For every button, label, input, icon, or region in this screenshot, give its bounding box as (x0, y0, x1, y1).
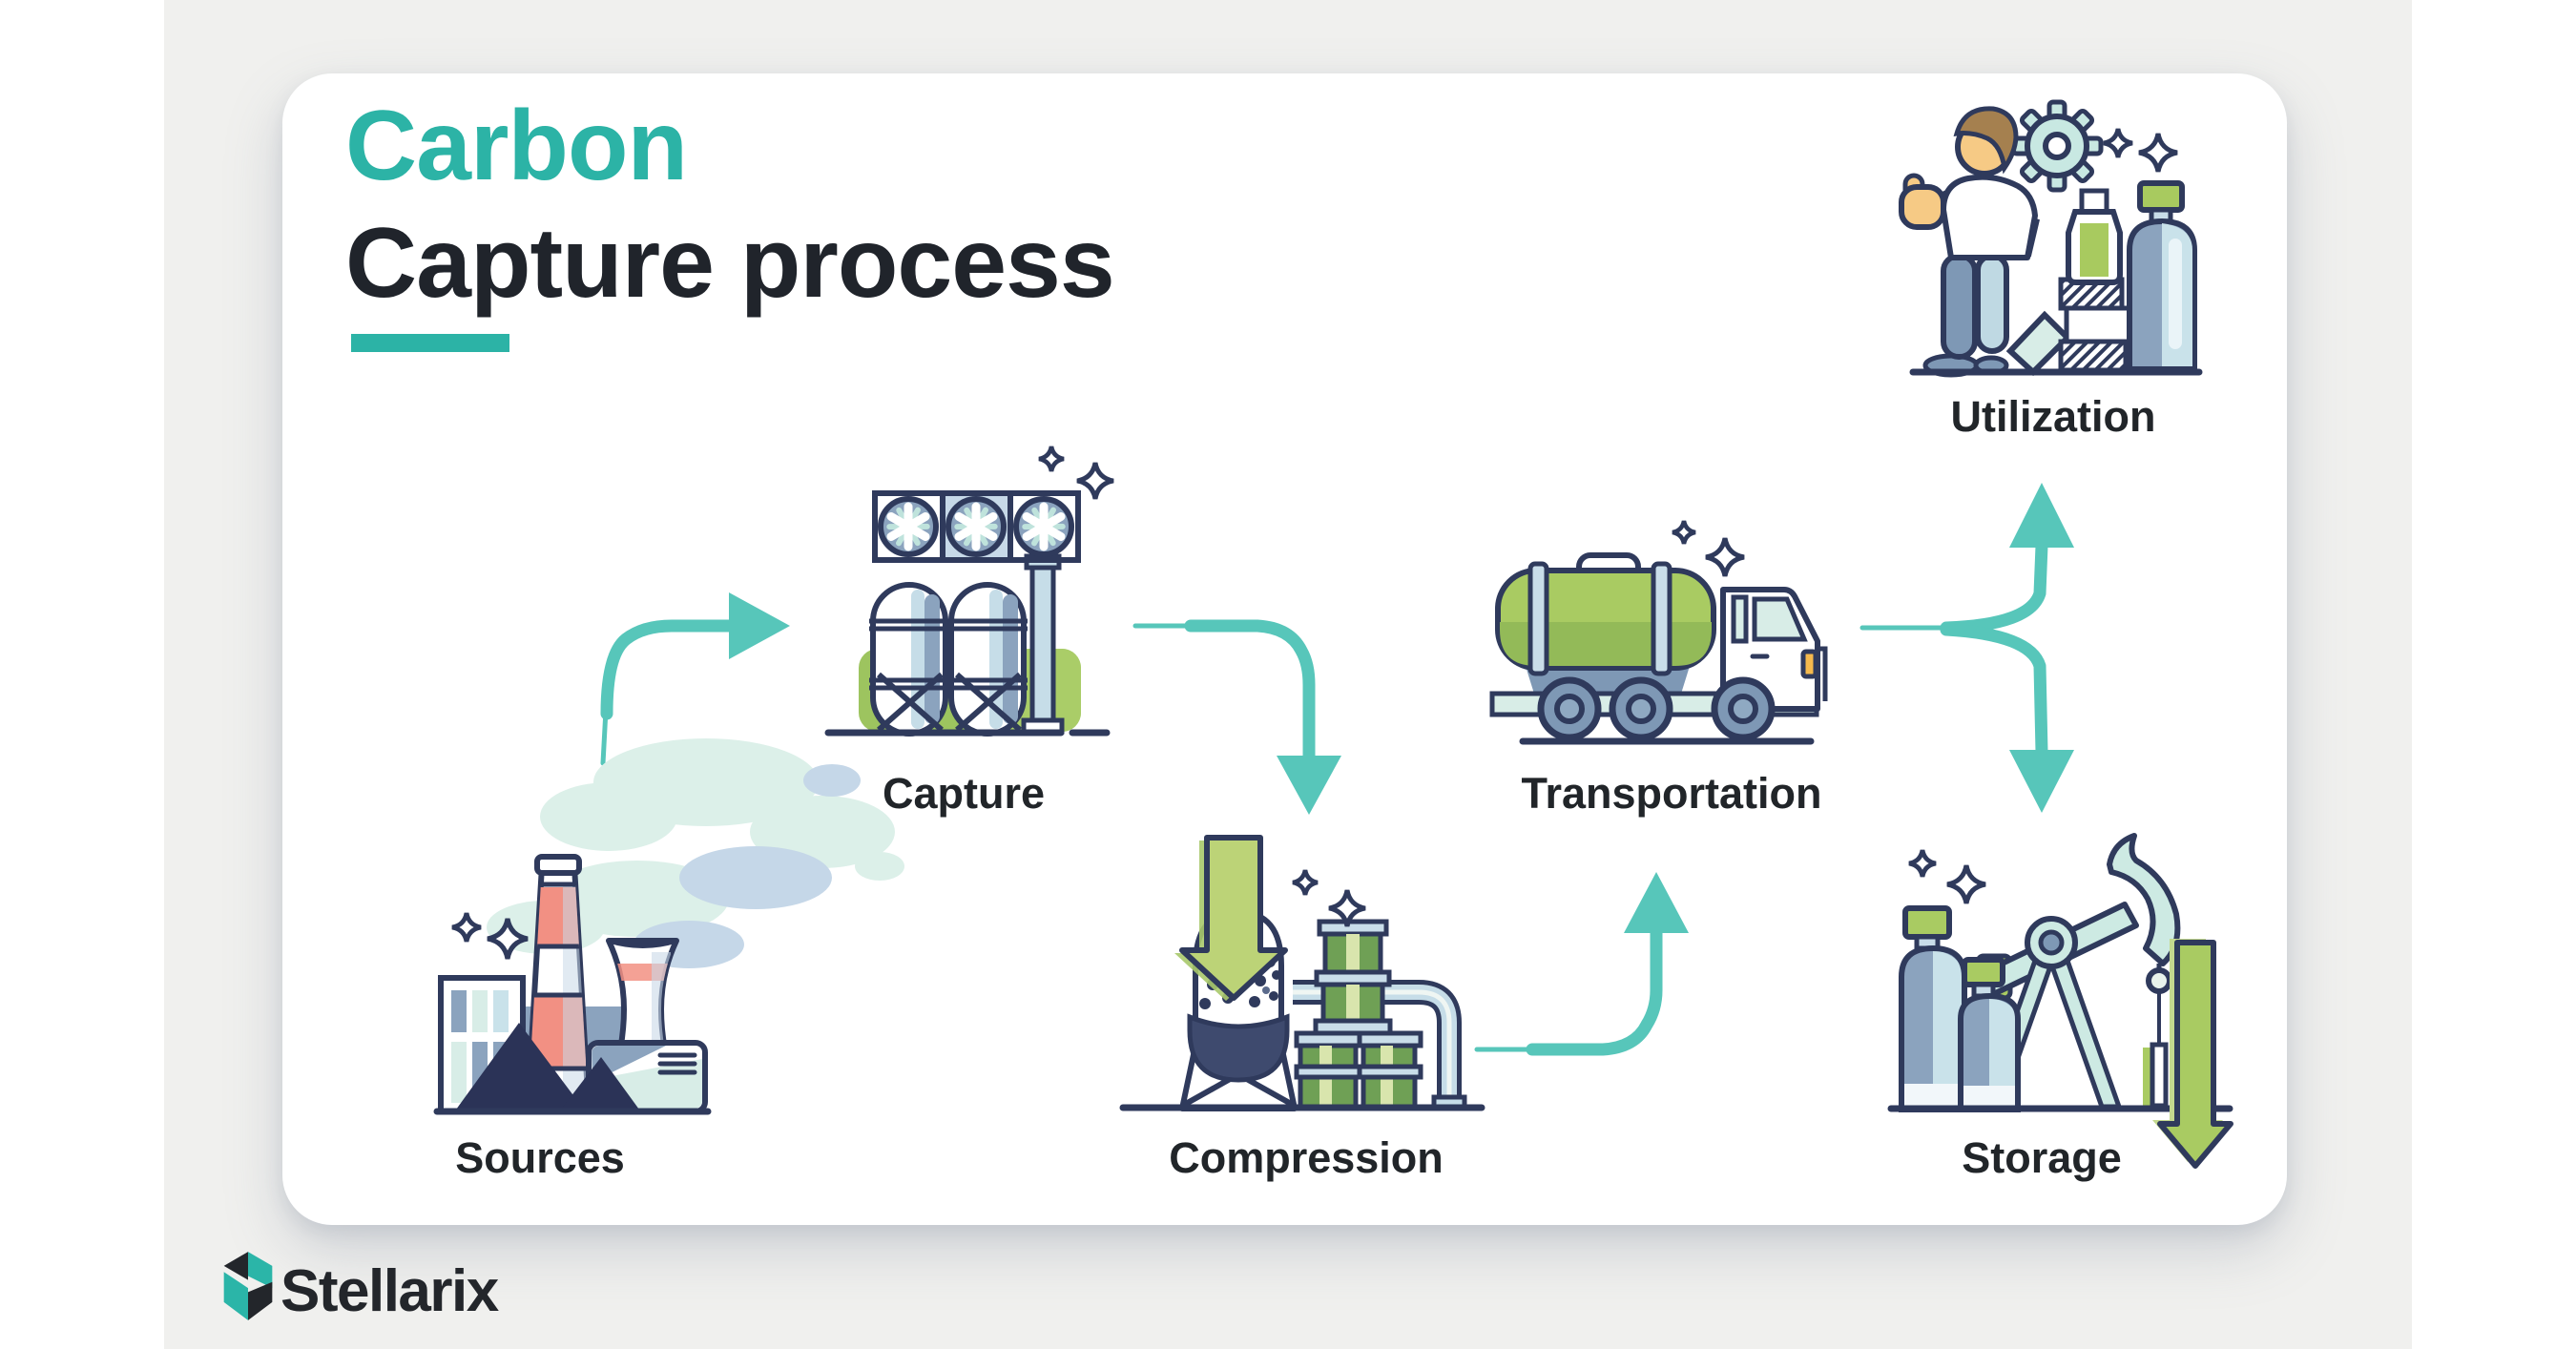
factory-icon (433, 738, 904, 1115)
title-underline (351, 334, 509, 352)
hatched-brick (2058, 339, 2129, 373)
label-capture: Capture (882, 769, 1046, 818)
tank (1495, 561, 1716, 676)
sparkle-icon (1077, 463, 1113, 499)
wheels (1537, 676, 1776, 741)
label-compression: Compression (1169, 1133, 1444, 1182)
compress-arrow-icon (1174, 835, 1288, 1001)
a-frame-leg (2043, 941, 2123, 1110)
polished-rod (2150, 1042, 2169, 1109)
sparkle-icon (1947, 865, 1985, 903)
storage-cylinders (1899, 905, 2021, 1112)
label-transportation: Transportation (1521, 769, 1822, 818)
arrowhead-up (1624, 872, 1689, 933)
co2-products (2005, 180, 2197, 377)
smoke-blue (634, 764, 861, 968)
injection-arrow-icon (2152, 939, 2233, 1169)
t-shirt (1941, 174, 2038, 260)
sparkle-icon (2104, 129, 2132, 157)
title-line-1: Carbon (345, 91, 688, 201)
tanker-truck-icon (1489, 506, 1828, 745)
horsehead (2107, 833, 2181, 966)
sparkle-icon (1039, 446, 1064, 471)
label-storage: Storage (1962, 1133, 2122, 1182)
mirror (1818, 646, 1828, 701)
sparkle-icon (1672, 521, 1695, 544)
capture-tanks (869, 582, 1028, 737)
headlight (1800, 649, 1818, 679)
fan-icon (878, 496, 1074, 557)
brand-logo: Stellarix (218, 1250, 542, 1326)
sparkle-icon (452, 913, 481, 942)
person (1899, 106, 2040, 378)
co2-barrels (1294, 919, 1423, 1110)
person-products-icon (1899, 99, 2203, 378)
arrowhead-down-storage (2009, 750, 2074, 813)
capture-plant-icon (824, 434, 1135, 737)
arrowhead-down (1277, 756, 1341, 815)
label-utilization: Utilization (1950, 392, 2156, 441)
sparkle-icon (2139, 134, 2177, 172)
brand-name: Stellarix (280, 1258, 499, 1324)
bottle (2066, 188, 2123, 285)
gear-icon (2010, 99, 2104, 193)
fan-unit (872, 490, 1081, 563)
sparkle-icon (1706, 538, 1744, 576)
hair (1953, 106, 2019, 175)
label-sources: Sources (455, 1133, 625, 1182)
pumpjack-cylinders-icon (1887, 833, 2233, 1169)
coal-piles (456, 1023, 639, 1110)
gas-cylinder (2127, 180, 2197, 372)
stellarix-logo-icon (223, 1252, 273, 1320)
sparkle-icon (1909, 850, 1936, 877)
page-title: Carbon Capture process (345, 88, 1115, 322)
title-line-2: Capture process (345, 207, 1115, 319)
arrowhead-up-utilization (2009, 483, 2074, 548)
arrowhead-right (729, 592, 790, 659)
compressor-barrels-icon (1119, 835, 1485, 1111)
sparkle-icon (1293, 870, 1318, 895)
